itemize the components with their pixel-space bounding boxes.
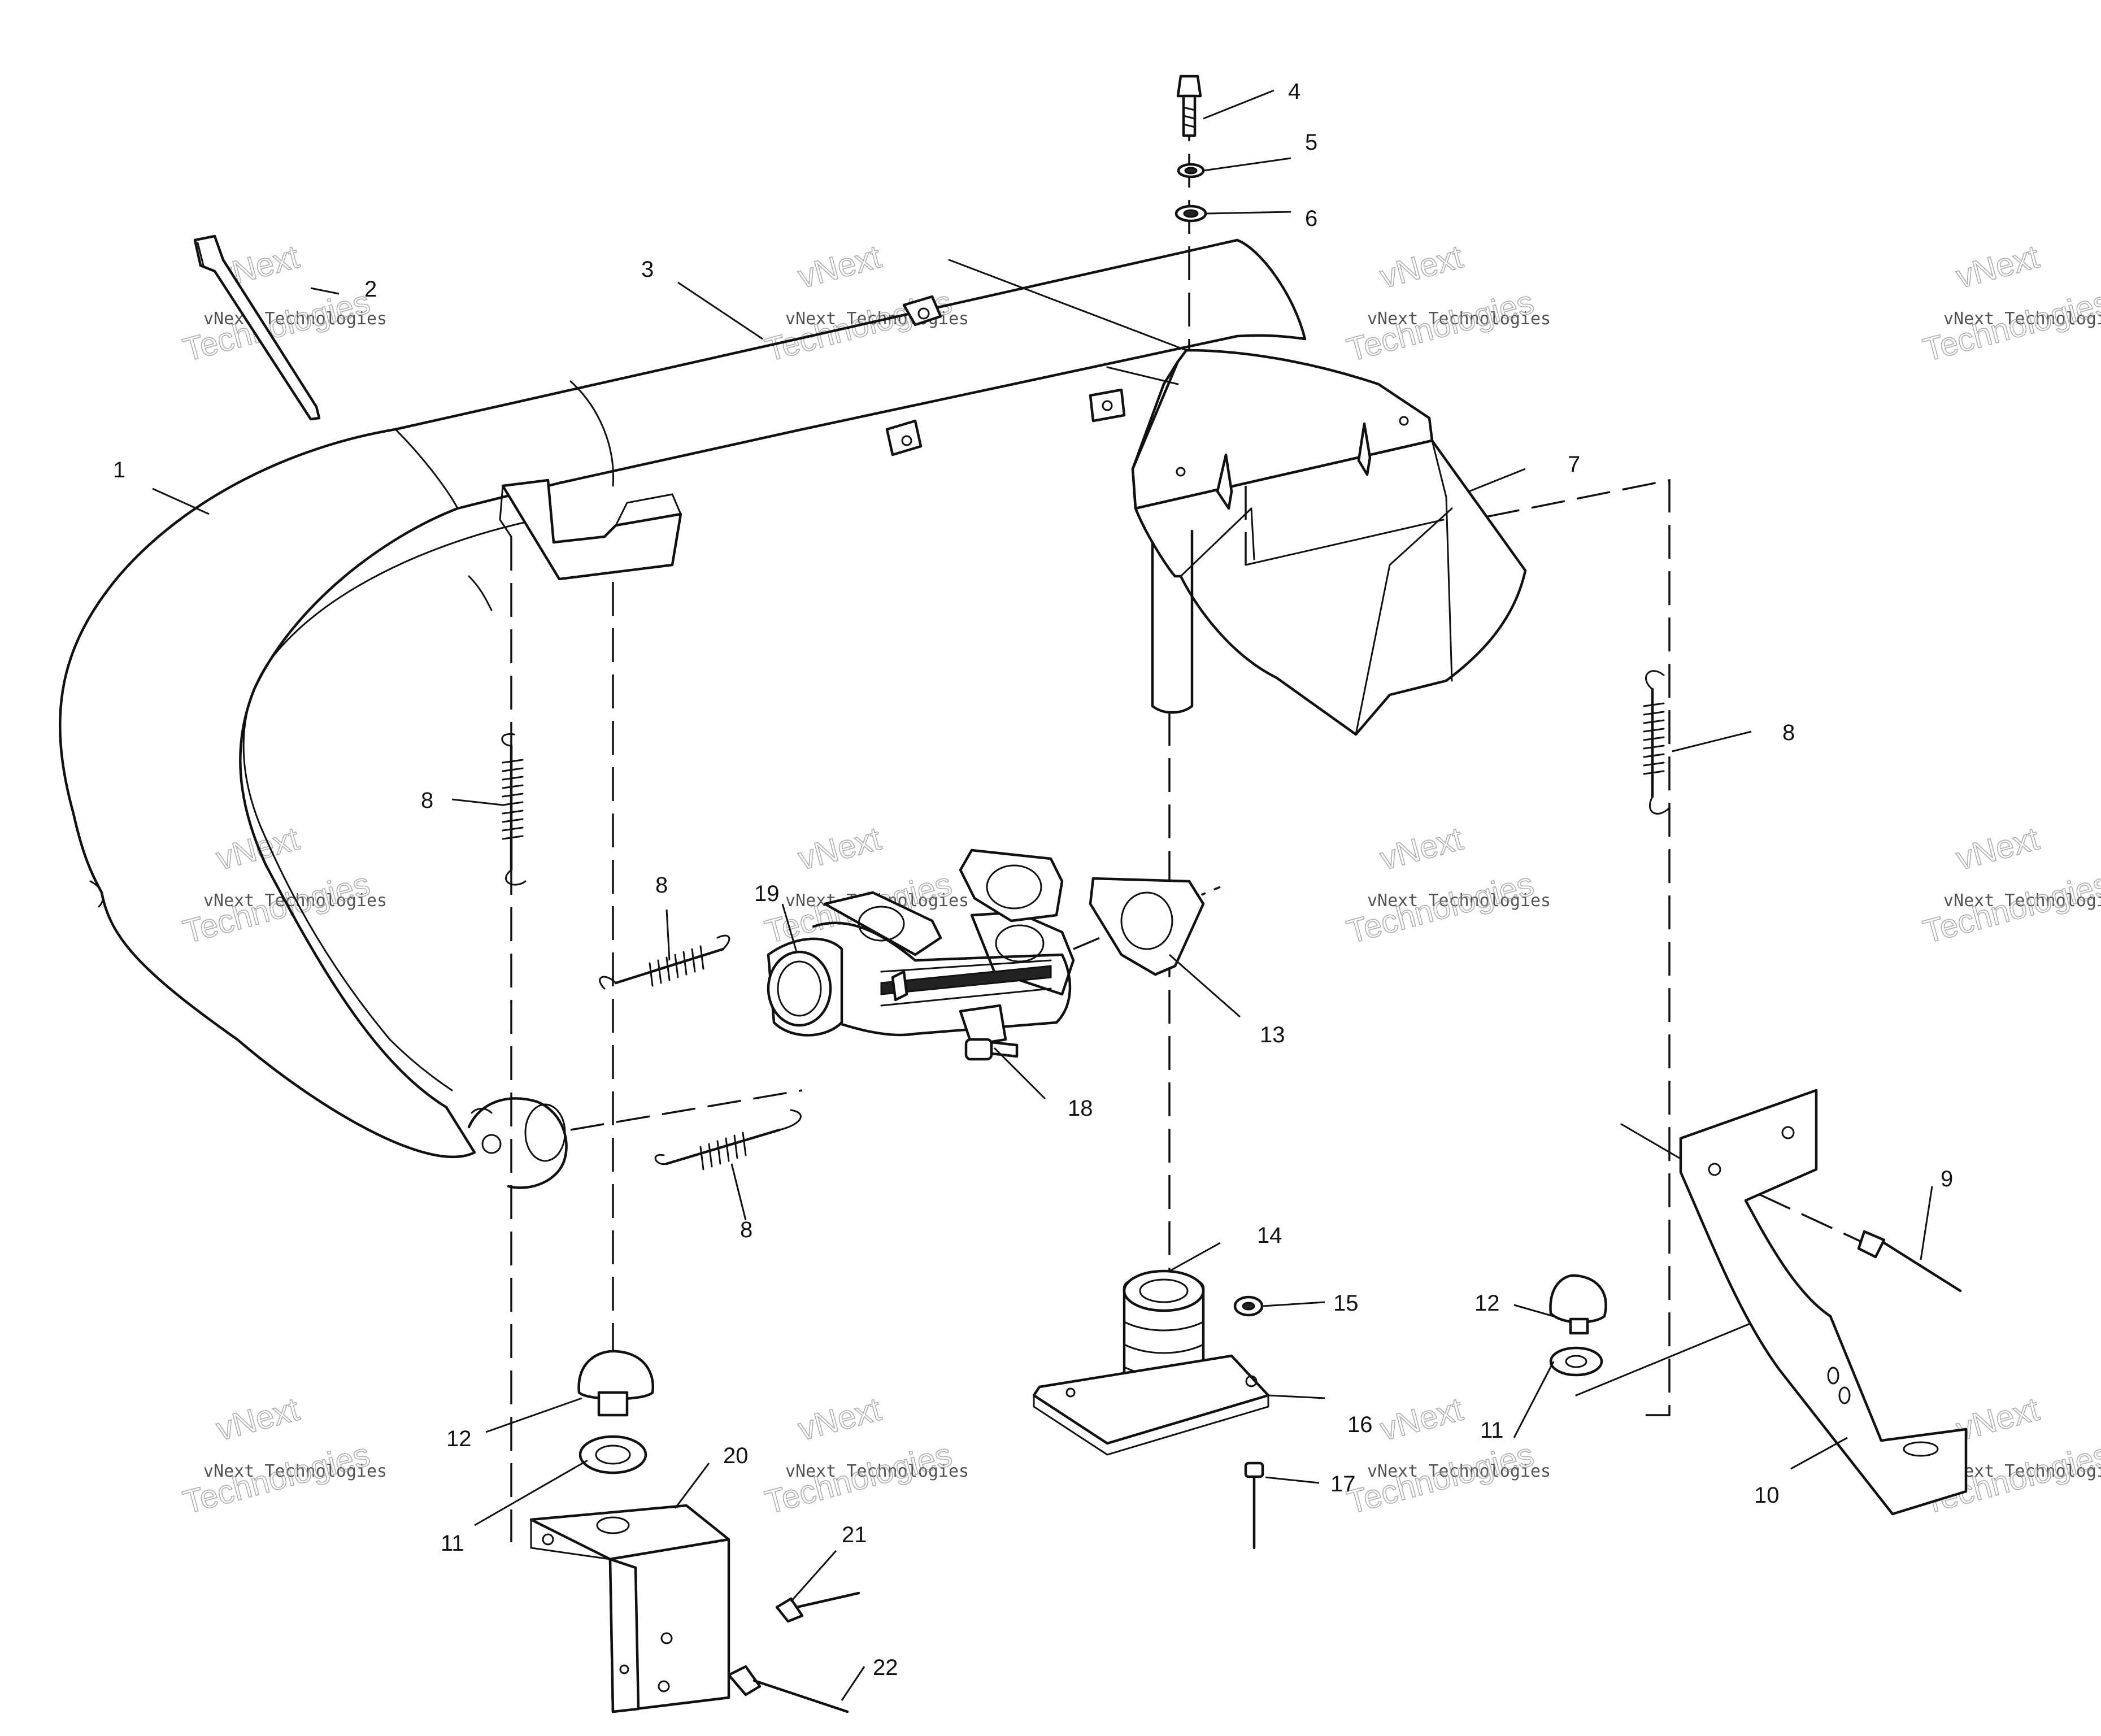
callout-4: 4 [1288,79,1300,104]
svg-text:vNext Technologies: vNext Technologies [1367,891,1551,911]
watermark: vNext vNext Technologies Technologies [179,1390,387,1521]
bumper-washer [578,1435,647,1474]
svg-text:Technologies: Technologies [1920,865,2101,950]
svg-text:vNext Technologies: vNext Technologies [1367,309,1551,329]
svg-text:vNext: vNext [794,820,885,877]
callout-20: 20 [723,1443,749,1468]
callout-10: 10 [1754,1483,1780,1508]
callout-17: 17 [1330,1472,1356,1496]
exhaust-manifold [767,891,1075,1047]
mounting-tab [902,295,942,327]
spring [1643,670,1671,815]
callout-15: 15 [1333,1291,1359,1316]
svg-text:Technologies: Technologies [1343,1436,1538,1521]
svg-text:vNext: vNext [212,1391,303,1448]
callout-11: 11 [441,1531,464,1556]
callout-1: 1 [113,458,125,482]
callout-22: 22 [873,1655,898,1680]
callout-12: 12 [446,1426,472,1451]
callout-19: 19 [754,881,780,906]
cable-tie [193,234,321,421]
rubber-bumper [577,1350,654,1417]
assembly-line-outlet [570,1089,803,1131]
callout-8: 8 [1782,720,1795,745]
svg-text:Technologies: Technologies [180,1436,374,1521]
callout-8: 8 [655,873,668,898]
callout-21: 21 [842,1522,867,1547]
assembly-line-bracket-edge [1620,1123,1690,1165]
callout-16: 16 [1347,1412,1373,1437]
watermark: vNext vNext Technologies Technologies [1343,238,1551,369]
svg-text:vNext Technologies: vNext Technologies [1943,1461,2101,1481]
mount-plate [1032,1354,1270,1456]
flange-bolt [964,1038,1019,1061]
spring [501,733,527,886]
left-bracket [529,1504,730,1713]
svg-text:vNext Technologies: vNext Technologies [1367,1461,1551,1481]
watermark: vNext vNext Technologies Technologies [1343,1390,1551,1521]
right-bumper [1549,1274,1607,1335]
svg-text:vNext Technologies: vNext Technologies [203,1461,387,1481]
callout-11: 11 [1480,1418,1504,1443]
svg-text:Technologies: Technologies [180,865,374,950]
callout-8: 8 [740,1217,752,1242]
right-washer [1549,1346,1603,1377]
svg-text:vNext Technologies: vNext Technologies [785,1461,969,1481]
svg-text:vNext Technologies: vNext Technologies [203,891,387,911]
callout-14: 14 [1257,1223,1282,1248]
bracket-screw [1857,1230,1962,1293]
callout-13: 13 [1260,1023,1285,1047]
svg-text:Technologies: Technologies [762,1436,956,1521]
svg-text:vNext: vNext [1952,820,2043,877]
rivet [1244,1461,1264,1550]
watermark: vNext vNext Technologies Technologies [761,1390,969,1521]
callout-7: 7 [1568,452,1580,477]
muffler-assembly [58,238,1307,1189]
heat-shield [948,259,1527,736]
watermark: vNext vNext Technologies Technologies [1343,820,1551,951]
bracket-rivet [775,1591,860,1623]
watermark: vNext vNext Technologies Technologies [1919,238,2101,369]
svg-text:vNext: vNext [1376,238,1467,295]
flat-washer [1175,205,1207,223]
top-bolt [1176,75,1202,137]
assembly-line-flange [1073,886,1221,950]
lock-washer [1177,163,1205,179]
svg-text:vNext Technologies: vNext Technologies [1943,309,2101,329]
callout-9: 9 [1941,1167,1953,1191]
svg-text:vNext: vNext [794,1391,885,1448]
callout-labels: 1 2 3 4 5 6 7 8 8 8 8 9 10 11 11 12 12 1… [113,79,1953,1680]
callout-5: 5 [1305,130,1317,155]
gasket [1089,877,1205,976]
right-bracket [1679,1089,1968,1516]
svg-text:vNext: vNext [1376,820,1467,877]
svg-text:Technologies: Technologies [1920,284,2101,368]
mount-washer [1233,1295,1264,1317]
svg-text:vNext: vNext [1952,238,2043,295]
muffler-bracket [501,478,682,581]
svg-text:vNext: vNext [1376,1391,1467,1448]
spring [654,1109,802,1171]
gasket [959,849,1064,923]
mounting-tab [1089,388,1126,423]
leader-lines [152,89,1933,1701]
callout-6: 6 [1305,206,1317,231]
bracket-bolt [727,1665,849,1713]
callout-12: 12 [1474,1291,1500,1316]
svg-text:Technologies: Technologies [1343,865,1538,950]
watermark: vNext vNext Technologies Technologies [179,820,387,951]
svg-text:vNext Technologies: vNext Technologies [203,309,387,329]
watermark: vNext vNext Technologies Technologies [1919,820,2101,951]
watermark: vNext vNext Technologies Technologies [761,238,969,369]
svg-text:Technologies: Technologies [1343,284,1538,368]
callout-8: 8 [421,788,433,813]
callout-18: 18 [1068,1096,1093,1121]
callout-3: 3 [641,257,654,282]
callout-2: 2 [364,277,377,302]
svg-text:vNext: vNext [794,238,885,295]
spring [599,934,730,990]
svg-text:vNext Technologies: vNext Technologies [1943,891,2101,911]
